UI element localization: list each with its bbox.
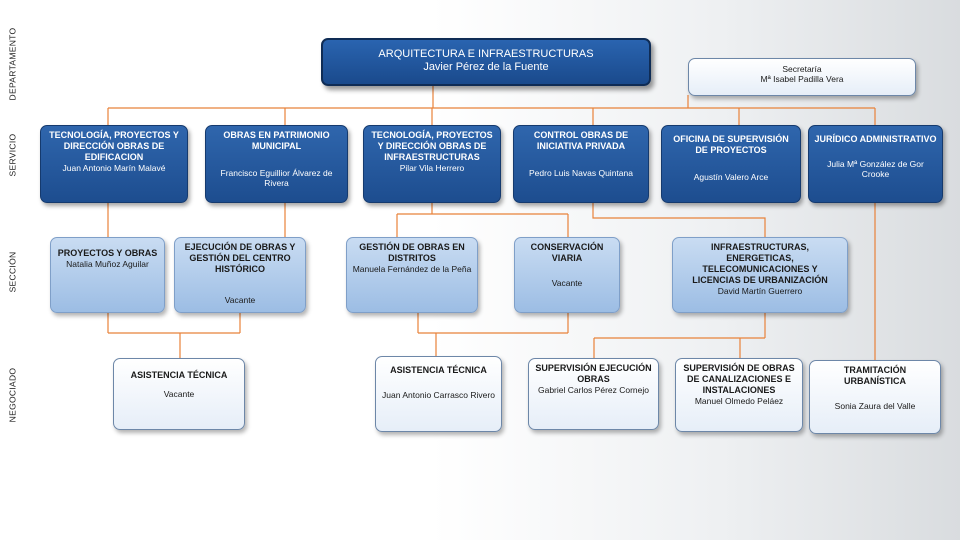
secretaria-title: Secretaría (782, 64, 822, 74)
service-box: TECNOLOGÍA, PROYECTOS Y DIRECCIÓN OBRAS … (363, 125, 501, 203)
negociado-box: ASISTENCIA TÉCNICA Vacante (113, 358, 245, 430)
negociado-person: Vacante (163, 388, 195, 399)
service-person: Julia Mª González de Gor Crooke (827, 158, 924, 180)
service-box: OBRAS EN PATRIMONIO MUNICIPAL Francisco … (205, 125, 348, 203)
negociado-title: SUPERVISIÓN DE OBRAS DE CANALIZACIONES E… (683, 363, 795, 395)
negociado-person: Sonia Zaura del Valle (834, 400, 916, 411)
service-box: JURÍDICO ADMINISTRATIVO Julia Mª Gonzále… (808, 125, 943, 203)
service-person: Pilar Vila Herrero (399, 162, 465, 173)
section-title: INFRAESTRUCTURAS, ENERGETICAS, TELECOMUN… (692, 242, 828, 285)
service-title: TECNOLOGÍA, PROYECTOS Y DIRECCIÓN OBRAS … (49, 130, 179, 162)
service-title: JURÍDICO ADMINISTRATIVO (814, 134, 937, 144)
service-box: TECNOLOGÍA, PROYECTOS Y DIRECCIÓN OBRAS … (40, 125, 188, 203)
connector-sections12-neg1 (107, 312, 241, 358)
negociado-title: TRAMITACIÓN URBANÍSTICA (843, 365, 907, 386)
service-box: OFICINA DE SUPERVISIÓN DE PROYECTOS Agus… (661, 125, 801, 203)
negociado-box: SUPERVISIÓN DE OBRAS DE CANALIZACIONES E… (675, 358, 803, 432)
connector-top-bus (107, 85, 876, 128)
department-title: ARQUITECTURA E INFRAESTRUCTURAS (378, 48, 594, 60)
negociado-title: ASISTENCIA TÉCNICA (390, 365, 487, 375)
section-person: Vacante (551, 277, 583, 288)
section-person: Vacante (224, 294, 256, 305)
department-head: Javier Pérez de la Fuente (423, 61, 549, 74)
section-person: David Martín Guerrero (717, 285, 803, 296)
service-person: Pedro Luis Navas Quintana (529, 167, 633, 178)
service-person: Agustín Valero Arce (693, 171, 769, 182)
service-title: OBRAS EN PATRIMONIO MUNICIPAL (223, 130, 330, 151)
section-title: PROYECTOS Y OBRAS (57, 248, 158, 258)
negociado-title: ASISTENCIA TÉCNICA (130, 370, 228, 380)
section-title: CONSERVACIÓN VIARIA (530, 242, 604, 263)
negociado-person: Juan Antonio Carrasco Rivero (382, 389, 495, 400)
service-title: OFICINA DE SUPERVISIÓN DE PROYECTOS (673, 134, 789, 155)
section-box: CONSERVACIÓN VIARIA Vacante (514, 237, 620, 313)
secretaria-box: Secretaría Mª Isabel Padilla Vera (688, 58, 916, 96)
negociado-box: SUPERVISIÓN EJECUCIÓN OBRAS Gabriel Carl… (528, 358, 659, 430)
negociado-person: Manuel Olmedo Peláez (694, 395, 784, 406)
secretaria-person: Mª Isabel Padilla Vera (760, 74, 844, 85)
service-person: Juan Antonio Marín Malavé (62, 162, 166, 173)
section-person: Natalia Muñoz Aguilar (66, 258, 149, 269)
negociado-box: TRAMITACIÓN URBANÍSTICA Sonia Zaura del … (809, 360, 941, 434)
section-box: PROYECTOS Y OBRAS Natalia Muñoz Aguilar (50, 237, 165, 313)
negociado-person: Gabriel Carlos Pérez Cornejo (537, 384, 650, 395)
level-label-seccion: SECCIÓN (7, 251, 18, 293)
department-box: ARQUITECTURA E INFRAESTRUCTURAS Javier P… (321, 38, 651, 86)
service-title: CONTROL OBRAS DE INICIATIVA PRIVADA (533, 130, 629, 151)
section-person: Manuela Fernández de la Peña (352, 263, 472, 274)
negociado-title: SUPERVISIÓN EJECUCIÓN OBRAS (535, 363, 652, 384)
connector-service3-sections (396, 200, 569, 238)
service-person: Francisco Eguillior Álvarez de Rivera (220, 167, 333, 189)
level-label-negociado: NEGOCIADO (7, 367, 17, 423)
connector-sections34-neg2 (417, 312, 569, 356)
section-title: EJECUCIÓN DE OBRAS Y GESTIÓN DEL CENTRO … (184, 242, 296, 274)
section-box: EJECUCIÓN DE OBRAS Y GESTIÓN DEL CENTRO … (174, 237, 306, 313)
level-label-servicio: SERVICIO (7, 133, 17, 177)
negociado-box: ASISTENCIA TÉCNICA Juan Antonio Carrasco… (375, 356, 502, 432)
connector-service4-section5 (592, 200, 766, 238)
connector-section5-negs (593, 312, 766, 358)
service-box: CONTROL OBRAS DE INICIATIVA PRIVADA Pedr… (513, 125, 649, 203)
service-title: TECNOLOGÍA, PROYECTOS Y DIRECCIÓN OBRAS … (371, 130, 493, 162)
section-box: GESTIÓN DE OBRAS EN DISTRITOS Manuela Fe… (346, 237, 478, 313)
section-box: INFRAESTRUCTURAS, ENERGETICAS, TELECOMUN… (672, 237, 848, 313)
section-title: GESTIÓN DE OBRAS EN DISTRITOS (359, 242, 465, 263)
